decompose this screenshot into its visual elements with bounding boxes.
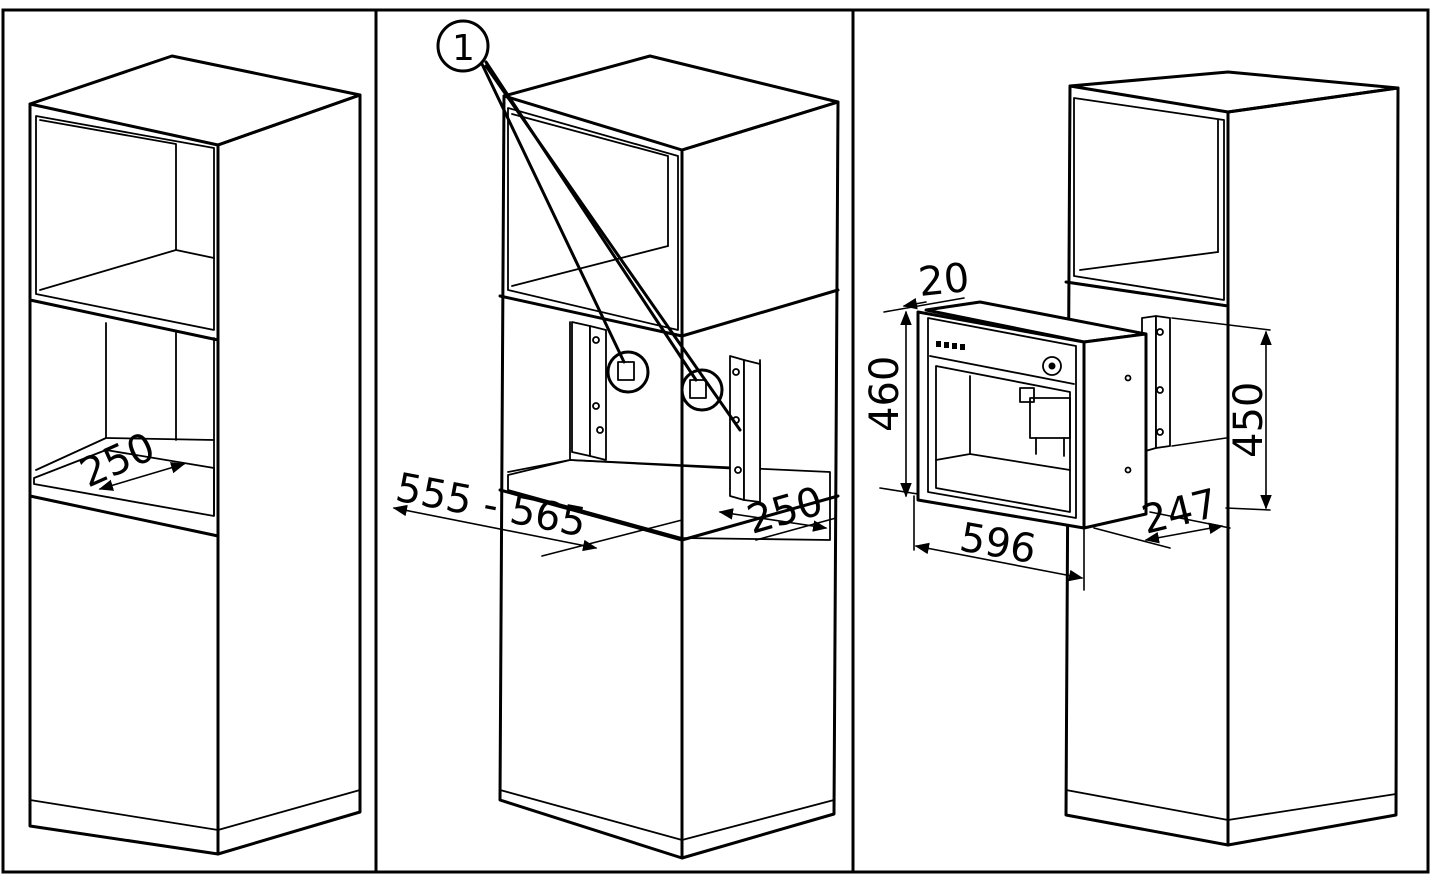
panel-3-niche-height-dimension: 450: [1171, 317, 1272, 511]
screw-highlight-right: [680, 368, 724, 412]
callout-number: 1: [452, 28, 475, 69]
diagram-frame: [1, 8, 1430, 874]
control-knob-icon: [1042, 356, 1062, 376]
dim-label-height-niche: 450: [1226, 382, 1272, 458]
panel-2-mounting-brackets: [571, 321, 761, 503]
dim-label-width-3: 596: [956, 515, 1039, 574]
appliance: [916, 300, 1148, 530]
dim-label-depth-1: 250: [73, 424, 161, 497]
panel-2-cabinet: [498, 54, 840, 860]
control-buttons: [936, 341, 965, 350]
panel-3-front-height-dimension: 460: [862, 310, 919, 498]
screw-highlight-left: [606, 350, 650, 394]
dim-label-depth-3: 247: [1137, 481, 1222, 544]
panel-3-rear-brackets: [1141, 315, 1171, 453]
panel-2-width-dimension: 555 - 565: [392, 465, 683, 557]
dim-label-width-2: 555 - 565: [392, 465, 590, 547]
dim-label-height-front: 460: [862, 356, 908, 432]
panel-3-frame-dimension: 20: [883, 255, 972, 313]
panel-2-callout: 1: [436, 19, 742, 432]
panel-1-cabinet: [28, 54, 362, 856]
dim-label-frame: 20: [916, 255, 971, 306]
